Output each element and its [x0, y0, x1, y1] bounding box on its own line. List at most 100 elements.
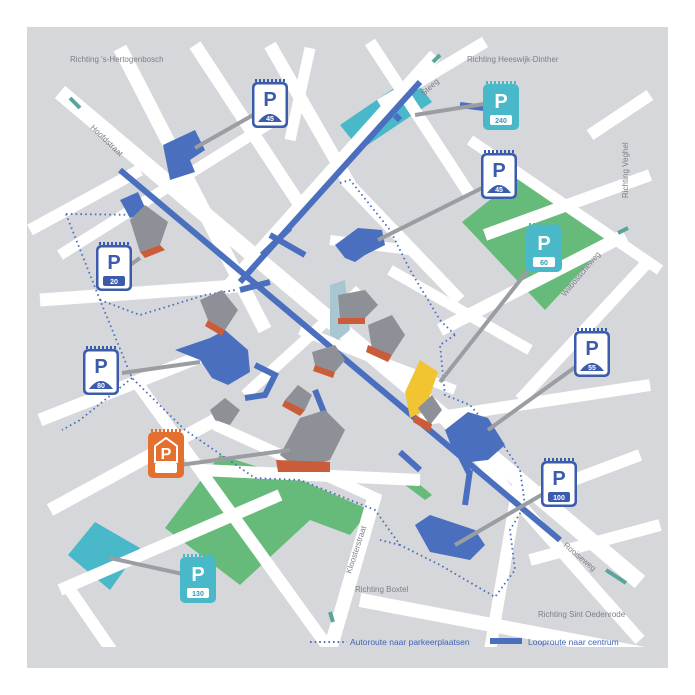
sign-notch — [279, 79, 281, 82]
direction-sint-oedenrode: Richting Sint Oedenrode — [538, 610, 626, 619]
sign-capacity: 100 — [553, 495, 565, 502]
sign-notch — [552, 458, 554, 461]
sign-notch — [207, 554, 209, 557]
sign-notch — [195, 554, 197, 557]
sign-notch — [98, 346, 100, 349]
capacity-badge — [490, 115, 512, 125]
sign-notch — [86, 346, 88, 349]
capacity-badge — [187, 588, 209, 598]
sign-notch — [167, 429, 169, 432]
sign-notch — [102, 346, 104, 349]
sign-notch — [187, 554, 189, 557]
garage-icon — [154, 436, 178, 463]
sign-notch — [115, 242, 117, 245]
sign-notch — [111, 242, 113, 245]
sign-notch — [564, 458, 566, 461]
sign-notch — [581, 328, 583, 331]
sign-letter: P — [94, 356, 107, 378]
parking-sign-p55[interactable]: P55 — [574, 328, 610, 377]
sign-notch — [510, 81, 512, 84]
sign-capacity: 230 — [160, 466, 172, 473]
sign-inner — [483, 155, 515, 197]
sign-notch — [568, 458, 570, 461]
sign-notch — [544, 458, 546, 461]
sign-notch — [107, 242, 109, 245]
sign-notch — [506, 81, 508, 84]
sign-notch — [589, 328, 591, 331]
sign-notch — [529, 223, 531, 226]
sign-letter: P — [552, 468, 565, 490]
sign-notch — [496, 150, 498, 153]
sign-letter: P — [537, 233, 550, 255]
sign-letter: P — [161, 446, 172, 463]
sign-notch — [179, 429, 181, 432]
sign-notch — [211, 554, 213, 557]
parking-sign-p20[interactable]: P20 — [96, 242, 132, 291]
parking-areas — [120, 130, 505, 560]
sign-notch — [502, 81, 504, 84]
sign-notch — [114, 346, 116, 349]
water-southwest — [68, 522, 140, 590]
sign-notch — [155, 429, 157, 432]
sign-notch — [585, 328, 587, 331]
sign-notch — [597, 328, 599, 331]
legend-car-route-label: Autoroute naar parkeerplaatsen — [350, 637, 470, 647]
sign-notch — [110, 346, 112, 349]
sign-letter: P — [263, 89, 276, 111]
sign-inner — [576, 333, 608, 375]
sign-capacity: 80 — [97, 383, 105, 390]
parking-sign-p45-top[interactable]: P45 — [252, 79, 288, 128]
sign-notch — [163, 429, 165, 432]
sign-letter: P — [492, 160, 505, 182]
sign-notch — [498, 81, 500, 84]
sign-notch — [560, 458, 562, 461]
sign-notch — [127, 242, 129, 245]
sign-notch — [175, 429, 177, 432]
sign-notch — [191, 554, 193, 557]
sign-notch — [553, 223, 555, 226]
sign-notch — [103, 242, 105, 245]
leader-lines — [109, 101, 587, 582]
sign-letter: P — [191, 564, 204, 586]
capacity-badge — [103, 276, 125, 286]
parking-sign-p60[interactable]: P 60 — [526, 223, 562, 272]
sign-notch — [492, 150, 494, 153]
sign-notch — [94, 346, 96, 349]
sign-notch — [572, 458, 574, 461]
sign-notch — [183, 554, 185, 557]
sign-notch — [556, 458, 558, 461]
sign-capacity: 60 — [540, 260, 548, 267]
capacity-badge — [155, 463, 177, 473]
sign-capacity: 55 — [588, 365, 596, 372]
sign-notch — [500, 150, 502, 153]
sign-notch — [514, 81, 516, 84]
parking-sign-p230[interactable]: P 230 — [148, 429, 184, 478]
sign-notch — [199, 554, 201, 557]
sign-notch — [504, 150, 506, 153]
sign-notch — [99, 242, 101, 245]
sign-notch — [512, 150, 514, 153]
sign-notch — [494, 81, 496, 84]
sign-notch — [549, 223, 551, 226]
car-badge-icon — [487, 185, 511, 193]
sign-notch — [484, 150, 486, 153]
sign-notch — [267, 79, 269, 82]
sign-notch — [275, 79, 277, 82]
sign-notch — [171, 429, 173, 432]
car-badge-icon — [258, 114, 282, 122]
parking-sign-p45-right[interactable]: P45 — [481, 150, 517, 199]
sign-notch — [557, 223, 559, 226]
sign-inner — [85, 351, 117, 393]
sign-notch — [106, 346, 108, 349]
sign-notch — [488, 150, 490, 153]
buildings — [130, 205, 442, 472]
parking-sign-p80[interactable]: P 80 — [83, 346, 119, 395]
capacity-badge — [533, 257, 555, 267]
sign-notch — [271, 79, 273, 82]
sign-notch — [533, 223, 535, 226]
parking-sign-p100[interactable]: P 100 — [541, 458, 577, 507]
sign-letter: P — [494, 91, 507, 113]
sign-notch — [263, 79, 265, 82]
